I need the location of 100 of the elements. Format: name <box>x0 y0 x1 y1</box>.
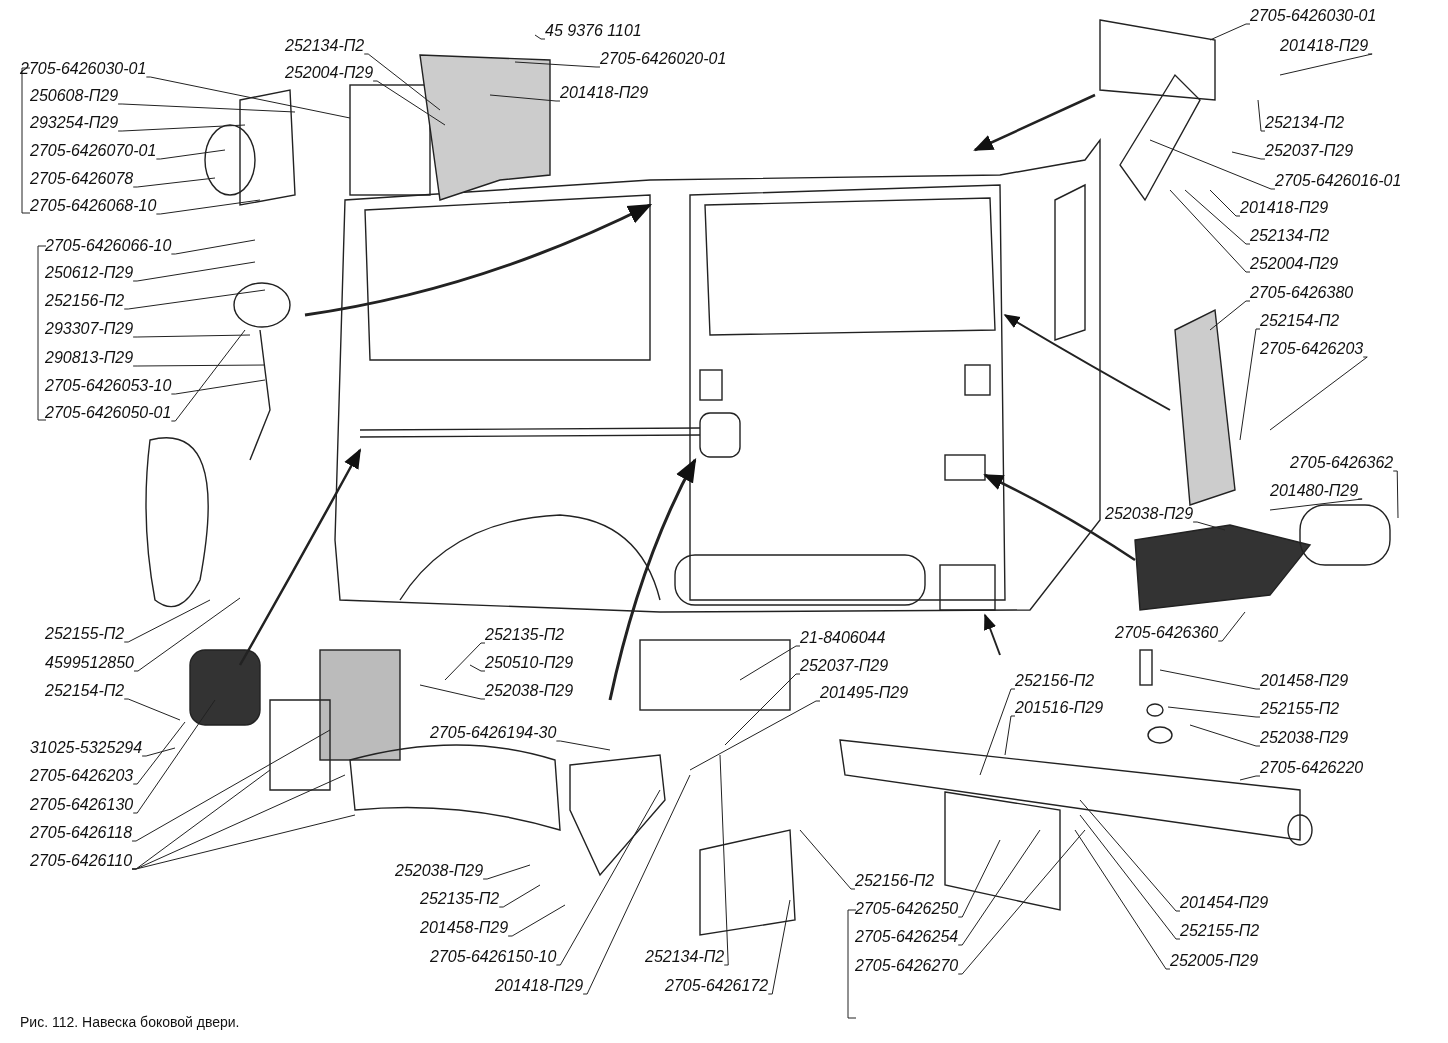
part-number: 2705-6426020-01 <box>600 50 727 68</box>
part-number: 252037-П29 <box>1265 142 1354 160</box>
leader-line <box>957 839 1001 918</box>
leader-line <box>514 61 601 68</box>
leader-line <box>1269 498 1363 511</box>
part-number: 45 9376 1101 <box>545 22 642 40</box>
leader-line <box>132 261 256 282</box>
part-number: 4599512850 <box>45 654 134 672</box>
leader-line <box>482 864 531 880</box>
part-number: 290813-П29 <box>45 349 134 367</box>
part-number: 201418-П29 <box>1240 199 1329 217</box>
leader-line <box>155 199 261 215</box>
leader-line <box>132 721 186 785</box>
part-number: 252135-П2 <box>420 890 500 908</box>
part-number: 252154-П2 <box>1260 312 1340 330</box>
part-number: 2705-6426360 <box>1115 624 1219 642</box>
part-number: 2705-6426250 <box>855 900 959 918</box>
leader-line <box>131 729 331 842</box>
part-number: 250510-П29 <box>485 654 574 672</box>
leader-line <box>1392 470 1399 519</box>
leader-line <box>555 740 611 751</box>
part-number: 252135-П2 <box>485 626 565 644</box>
leader-line <box>957 829 1041 946</box>
leader-line <box>170 329 246 422</box>
part-number: 252156-П2 <box>45 292 125 310</box>
part-number: 2705-6426254 <box>855 928 959 946</box>
leader-line <box>132 177 216 188</box>
leader-line <box>1074 829 1171 970</box>
part-number: 293307-П29 <box>45 320 134 338</box>
leader-line <box>979 688 1016 776</box>
leader-line <box>123 599 211 643</box>
part-number: 252156-П2 <box>1015 672 1095 690</box>
part-number: 252037-П29 <box>800 657 889 675</box>
part-number: 252038-П29 <box>395 862 484 880</box>
leader-line <box>419 684 486 700</box>
part-number: 2705-6426150-10 <box>430 948 557 966</box>
leader-line <box>141 747 176 757</box>
part-number: 252134-П2 <box>1265 114 1345 132</box>
leader-line <box>1169 189 1251 273</box>
part-number: 2705-6426050-01 <box>45 404 172 422</box>
leader-line <box>133 597 241 672</box>
leader-line <box>372 80 446 126</box>
leader-line <box>444 642 486 681</box>
leader-line <box>1159 669 1261 690</box>
leader-line <box>123 289 266 310</box>
leader-line <box>689 700 821 771</box>
part-number: 201454-П29 <box>1180 894 1269 912</box>
part-number: 2705-6426220 <box>1260 759 1364 777</box>
part-number: 252134-П2 <box>645 948 725 966</box>
part-number: 252004-П29 <box>1250 255 1339 273</box>
part-number: 250612-П29 <box>45 264 134 282</box>
leader-line <box>1257 99 1266 132</box>
leader-line <box>155 149 226 160</box>
part-number: 252005-П29 <box>1170 952 1259 970</box>
part-number: 2705-6426110 <box>30 852 133 870</box>
part-number: 252038-П29 <box>1105 505 1194 523</box>
part-number: 2705-6426030-01 <box>1250 7 1377 25</box>
part-number: 2705-6426068-10 <box>30 197 157 215</box>
part-number: 2705-6426070-01 <box>30 142 157 160</box>
leader-line <box>719 754 729 966</box>
part-number: 201418-П29 <box>495 977 584 995</box>
leader-line <box>1239 775 1261 781</box>
part-number: 2705-6426118 <box>30 824 133 842</box>
part-number: 2705-6426194-30 <box>430 724 557 742</box>
part-number: 201458-П29 <box>420 919 509 937</box>
leader-line <box>739 645 801 681</box>
leader-line <box>1279 53 1373 76</box>
leader-line <box>534 34 546 40</box>
leader-line <box>1004 715 1016 756</box>
part-number: 252134-П2 <box>285 37 365 55</box>
leader-line <box>1231 151 1266 160</box>
leader-line <box>1079 814 1181 940</box>
part-number: 2705-6426053-10 <box>45 377 172 395</box>
leader-line <box>724 673 801 746</box>
part-number: 2705-6426016-01 <box>1275 172 1402 190</box>
part-number: 252155-П2 <box>45 625 125 643</box>
leader-line <box>582 774 691 995</box>
part-number: 252155-П2 <box>1260 700 1340 718</box>
leader-line <box>799 829 856 890</box>
leader-line <box>170 239 256 255</box>
part-number: 2705-6426362 <box>1290 454 1394 472</box>
part-number: 2705-6426270 <box>855 957 959 975</box>
part-number: 250608-П29 <box>30 87 119 105</box>
leader-line <box>1209 23 1251 41</box>
part-number: 201516-П29 <box>1015 699 1104 717</box>
leader-line <box>117 124 246 132</box>
leader-line <box>363 53 441 111</box>
leader-line <box>1269 356 1368 431</box>
leader-line <box>123 698 181 721</box>
leader-line <box>1184 189 1251 245</box>
leader-line <box>145 76 351 119</box>
leader-line <box>132 334 251 338</box>
leader-line <box>132 699 216 814</box>
part-number: 2705-6426203 <box>1260 340 1364 358</box>
leader-line <box>117 103 296 113</box>
leader-line <box>1079 799 1181 912</box>
part-number: 252038-П29 <box>1260 729 1349 747</box>
part-number: 201480-П29 <box>1270 482 1359 500</box>
part-number: 252038-П29 <box>485 682 574 700</box>
part-number: 2705-6426030-01 <box>20 60 147 78</box>
